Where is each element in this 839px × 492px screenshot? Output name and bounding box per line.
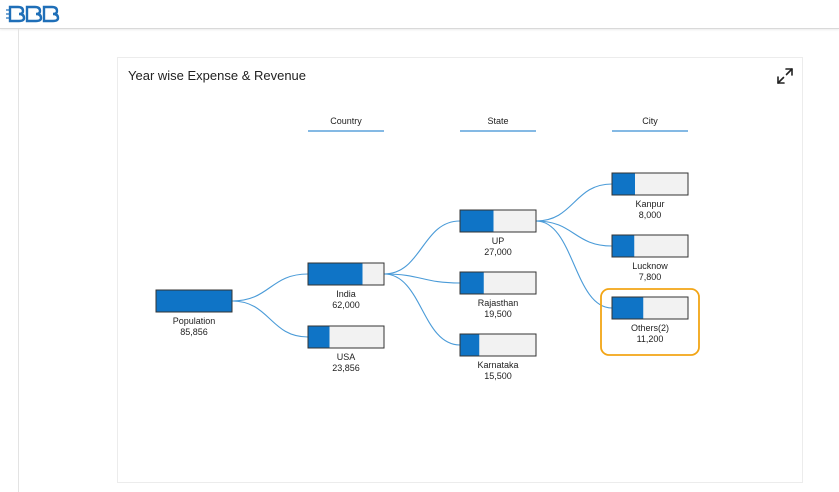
chart-card: Year wise Expense & Revenue Country State… xyxy=(117,57,803,483)
node-bar-fill-usa[interactable] xyxy=(308,326,330,348)
node-label-root: Population xyxy=(173,316,216,326)
node-value-kanpur: 8,000 xyxy=(639,210,662,220)
expand-icon[interactable] xyxy=(776,67,794,85)
node-value-rajasthan: 19,500 xyxy=(484,309,512,319)
node-label-usa: USA xyxy=(337,352,356,362)
connector-up-kanpur xyxy=(535,183,613,222)
level-header-state: State xyxy=(487,116,508,126)
node-label-rajasthan: Rajasthan xyxy=(478,298,519,308)
level-header-city: City xyxy=(642,116,658,126)
node-value-root: 85,856 xyxy=(180,327,208,337)
node-label-karnataka: Karnataka xyxy=(477,360,518,370)
level-header-country: Country xyxy=(330,116,362,126)
node-value-lucknow: 7,800 xyxy=(639,272,662,282)
node-label-lucknow: Lucknow xyxy=(632,261,668,271)
node-bar-fill-up[interactable] xyxy=(460,210,494,232)
node-label-india: India xyxy=(336,289,356,299)
card-title: Year wise Expense & Revenue xyxy=(128,68,307,83)
bdb-logo-icon[interactable] xyxy=(6,4,60,24)
node-value-others: 11,200 xyxy=(637,334,664,344)
node-label-others: Others(2) xyxy=(631,323,669,333)
connector-root-india xyxy=(231,273,309,302)
node-bar-fill-root[interactable] xyxy=(156,290,232,312)
connector-root-usa xyxy=(231,300,309,338)
connector-india-karnataka xyxy=(383,273,461,346)
top-bar xyxy=(0,0,839,29)
connector-india-up xyxy=(383,220,461,275)
node-value-india: 62,000 xyxy=(332,300,360,310)
connector-up-lucknow xyxy=(535,220,613,247)
node-value-karnataka: 15,500 xyxy=(484,371,512,381)
node-value-usa: 23,856 xyxy=(332,363,360,373)
node-bar-fill-india[interactable] xyxy=(308,263,363,285)
selected-highlight xyxy=(600,288,700,356)
left-rail xyxy=(18,29,19,492)
connector-india-rajasthan xyxy=(383,273,461,284)
node-bar-fill-others[interactable] xyxy=(612,297,644,319)
node-value-up: 27,000 xyxy=(484,247,512,257)
node-label-up: UP xyxy=(492,236,505,246)
node-bar-fill-kanpur[interactable] xyxy=(612,173,636,195)
node-bar-fill-rajasthan[interactable] xyxy=(460,272,484,294)
node-label-kanpur: Kanpur xyxy=(635,199,664,209)
node-bar-fill-lucknow[interactable] xyxy=(612,235,635,257)
node-bar-fill-karnataka[interactable] xyxy=(460,334,480,356)
